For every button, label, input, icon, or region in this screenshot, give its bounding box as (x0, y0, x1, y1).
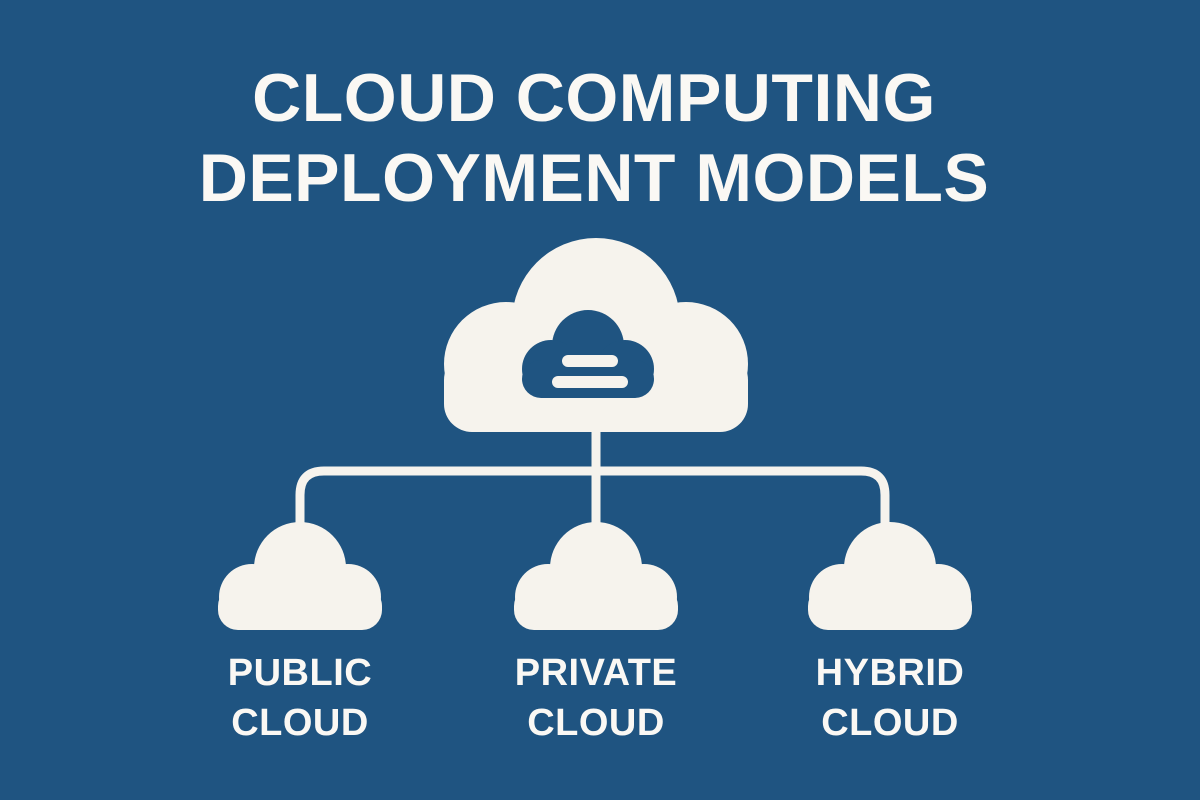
title-line-2: DEPLOYMENT MODELS (198, 140, 990, 216)
label-private-line-1: PRIVATE (514, 652, 678, 694)
label-private-cloud: PRIVATE CLOUD (446, 648, 746, 748)
label-hybrid-line-1: HYBRID (815, 652, 965, 694)
hybrid-cloud-icon (808, 522, 972, 630)
title-line-1: CLOUD COMPUTING (252, 60, 936, 136)
connector-branches (295, 466, 890, 535)
label-hybrid-cloud: HYBRID CLOUD (740, 648, 1040, 748)
data-bar-short (562, 355, 618, 367)
label-public-line-2: CLOUD (231, 702, 369, 744)
public-cloud-icon (218, 522, 382, 630)
label-public-cloud: PUBLIC CLOUD (150, 648, 450, 748)
private-cloud-icon (514, 522, 678, 630)
label-hybrid-line-2: CLOUD (821, 702, 959, 744)
data-bar-long (552, 376, 628, 388)
label-public-line-1: PUBLIC (227, 652, 373, 694)
page-title: CLOUD COMPUTING DEPLOYMENT MODELS (0, 58, 1188, 218)
cloud-data-icon (522, 310, 654, 398)
label-private-line-2: CLOUD (527, 702, 665, 744)
